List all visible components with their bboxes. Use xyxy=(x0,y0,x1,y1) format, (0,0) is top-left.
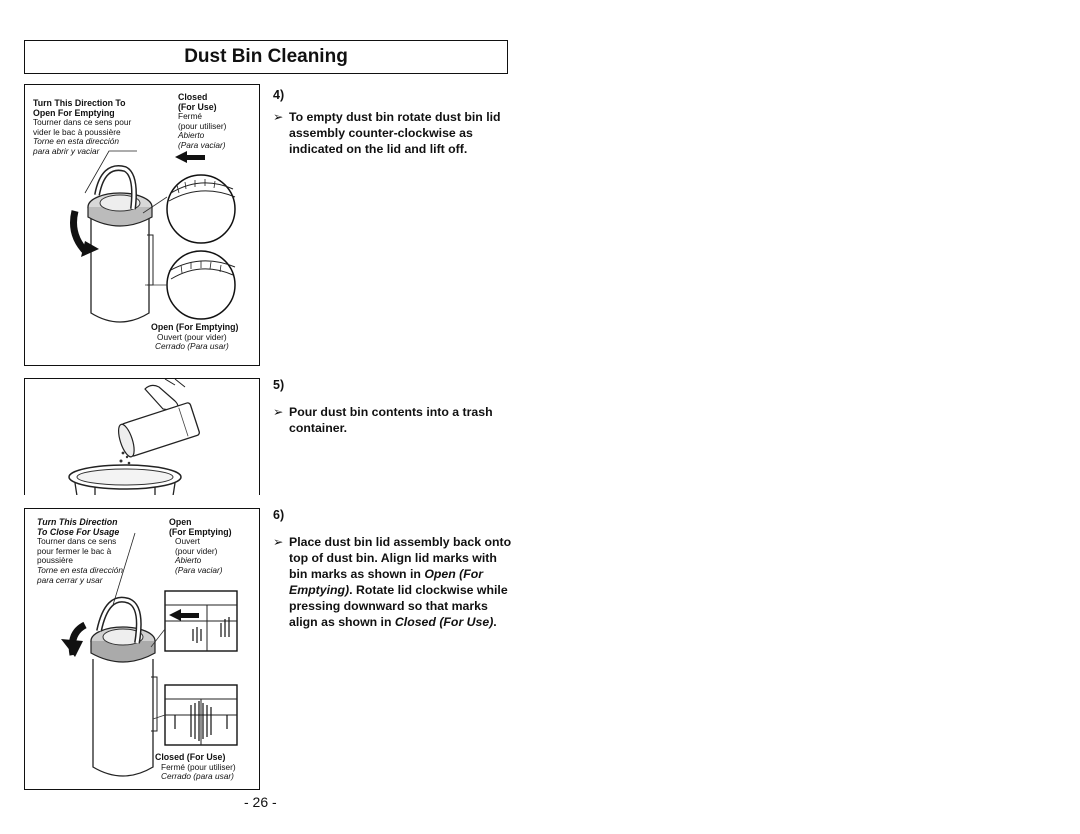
bullet-arrow-icon: ➢ xyxy=(273,110,284,124)
fig3-closed-es: Cerrado (para usar) xyxy=(161,771,234,782)
fig3-open-fr-1: Ouvert xyxy=(175,536,200,547)
fig1-turn-es-1: Torne en esta dirección xyxy=(33,136,119,147)
fig1-turn-en-1: Turn This Direction To xyxy=(33,98,126,108)
step-6-body-open-ref: Open (For Emptying) xyxy=(289,567,484,597)
fig1-open-label: Open (For Emptying) Ouvert (pour vider) … xyxy=(151,322,239,352)
step-6-body-closed-ref: Closed (For Use) xyxy=(394,615,494,629)
fig3-closed-en: Closed (For Use) xyxy=(155,752,226,762)
fig3-turn-es-2: para cerrar y usar xyxy=(37,574,103,585)
fig3-open-en-2: (For Emptying) xyxy=(169,526,232,537)
fig1-closed-en-1: Closed xyxy=(178,92,208,102)
step-4-body: To empty dust bin rotate dust bin lid as… xyxy=(289,110,501,156)
fig3-turn-fr-1: Tourner dans ce sens xyxy=(37,536,117,547)
fig3-closed-fr: Fermé (pour utiliser) xyxy=(161,761,236,772)
figure-close-lid: Turn This Direction To Close For Usage T… xyxy=(24,508,260,790)
step-6-body-c: . Rotate lid clockwise while pressing do… xyxy=(289,583,508,629)
bullet-arrow-icon: ➢ xyxy=(273,535,284,549)
fig1-turn-fr-1: Tourner dans ce sens pour xyxy=(33,117,132,128)
figure-pour-contents xyxy=(24,378,260,495)
fig1-closed-fr-1: Fermé xyxy=(178,111,202,122)
fig1-open-en: Open (For Emptying) xyxy=(151,322,239,332)
page-title-box: Dust Bin Cleaning xyxy=(24,40,508,74)
fig1-closed-es-1: Abierto xyxy=(178,130,205,141)
fig1-turn-label: Turn This Direction To Open For Emptying… xyxy=(33,98,132,157)
step-4-text: ➢ To empty dust bin rotate dust bin lid … xyxy=(273,109,513,157)
fig1-closed-en-2: (For Use) xyxy=(178,101,217,112)
step-6-text: ➢ Place dust bin lid assembly back onto … xyxy=(273,534,513,630)
fig3-open-es-2: (Para vaciar) xyxy=(175,564,223,575)
fig1-turn-en-2: Open For Emptying xyxy=(33,107,115,118)
fig3-open-es-1: Abierto xyxy=(175,555,202,566)
figure-open-lid-drawing xyxy=(70,150,236,323)
fig1-open-es: Cerrado (Para usar) xyxy=(155,341,229,352)
fig3-turn-en-2: To Close For Usage xyxy=(37,526,120,537)
step-5-number: 5) xyxy=(273,378,285,392)
fig3-open-fr-2: (pour vider) xyxy=(175,545,218,556)
bullet-arrow-icon: ➢ xyxy=(273,405,284,419)
fig3-turn-fr-2: pour fermer le bac à xyxy=(37,545,112,556)
step-5-text: ➢ Pour dust bin contents into a trash co… xyxy=(273,404,513,436)
step-4-number: 4) xyxy=(273,88,285,102)
fig3-open-label: Open (For Emptying) Ouvert (pour vider) … xyxy=(169,517,232,576)
page-title: Dust Bin Cleaning xyxy=(184,46,348,67)
step-5-body: Pour dust bin contents into a trash cont… xyxy=(289,405,493,435)
fig3-turn-en-1: Turn This Direction xyxy=(37,517,118,527)
fig1-closed-fr-2: (pour utiliser) xyxy=(178,120,227,131)
step-6-number: 6) xyxy=(273,508,285,522)
fig1-turn-es-2: para abrir y vaciar xyxy=(33,145,100,156)
fig1-open-fr: Ouvert (pour vider) xyxy=(157,331,227,342)
fig3-open-en-1: Open xyxy=(169,517,192,527)
step-6-body-e: . xyxy=(493,615,497,629)
fig1-turn-fr-2: vider le bac à poussière xyxy=(33,126,121,137)
fig3-turn-fr-3: poussière xyxy=(37,555,73,566)
figure-close-lid-drawing xyxy=(61,532,238,777)
step-6-body-a: Place dust bin lid assembly back onto to… xyxy=(289,535,512,581)
fig3-turn-es-1: Torne en esta dirección xyxy=(37,564,123,575)
step-6-body: Place dust bin lid assembly back onto to… xyxy=(289,534,513,630)
page-number: - 26 - xyxy=(244,794,277,810)
fig3-closed-label: Closed (For Use) Fermé (pour utiliser) C… xyxy=(155,752,236,782)
fig1-closed-es-2: (Para vaciar) xyxy=(178,139,226,150)
figure-open-lid: Turn This Direction To Open For Emptying… xyxy=(24,84,260,366)
fig3-turn-label: Turn This Direction To Close For Usage T… xyxy=(37,517,123,585)
figure-pour-drawing xyxy=(68,379,200,495)
fig1-closed-label: Closed (For Use) Fermé (pour utiliser) A… xyxy=(178,92,227,151)
